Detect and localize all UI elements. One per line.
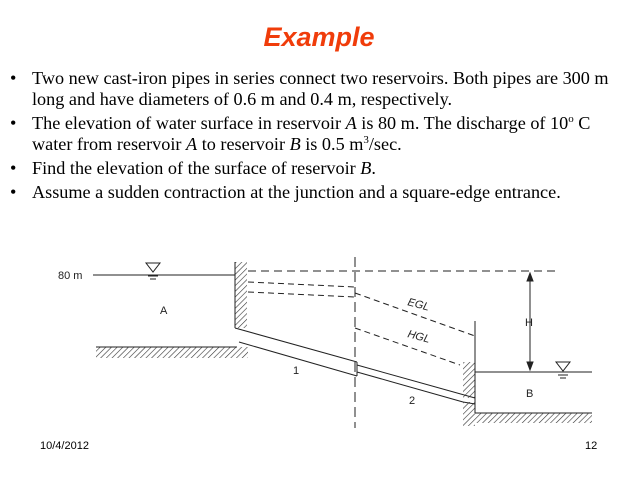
bullet-text: The elevation of water surface in reserv… bbox=[32, 112, 591, 154]
pipe2-label: 2 bbox=[409, 395, 415, 407]
bullet-text: Assume a sudden contraction at the junct… bbox=[32, 182, 561, 202]
wall-b bbox=[463, 362, 475, 398]
bullet-text: Two new cast-iron pipes in series connec… bbox=[32, 68, 609, 109]
reservoir-b-label: B bbox=[526, 388, 533, 400]
slide-title: Example bbox=[263, 22, 375, 52]
bullet-text: Find the elevation of the surface of res… bbox=[32, 158, 376, 178]
egl-line bbox=[247, 281, 356, 288]
pipe2-top bbox=[356, 364, 476, 399]
bullet-item: •The elevation of water surface in reser… bbox=[10, 112, 591, 154]
hgl-line bbox=[247, 291, 356, 298]
bullet-item: •Find the elevation of the surface of re… bbox=[10, 158, 376, 178]
hgl-label: HGL bbox=[406, 328, 431, 345]
head-label: H bbox=[525, 317, 533, 329]
bullet-item: •Assume a sudden contraction at the junc… bbox=[10, 182, 561, 202]
water-level-icon bbox=[144, 262, 162, 273]
pipe1-label: 1 bbox=[293, 365, 299, 377]
water-level-icon bbox=[554, 361, 572, 372]
wall-a bbox=[235, 262, 247, 328]
footer-date: 10/4/2012 bbox=[40, 440, 89, 452]
pipe1-bottom bbox=[238, 341, 358, 377]
bullet-list: •Two new cast-iron pipes in series conne… bbox=[8, 68, 633, 206]
page-number: 12 bbox=[585, 440, 598, 452]
egl-label: EGL bbox=[406, 296, 430, 313]
bullet-item: •Two new cast-iron pipes in series conne… bbox=[10, 68, 609, 109]
reservoir-a-label: A bbox=[160, 305, 168, 317]
elevation-label: 80 m bbox=[58, 270, 82, 282]
pipe2-bottom bbox=[356, 371, 464, 403]
pipe1-top bbox=[234, 327, 358, 363]
ground-a bbox=[96, 347, 248, 358]
